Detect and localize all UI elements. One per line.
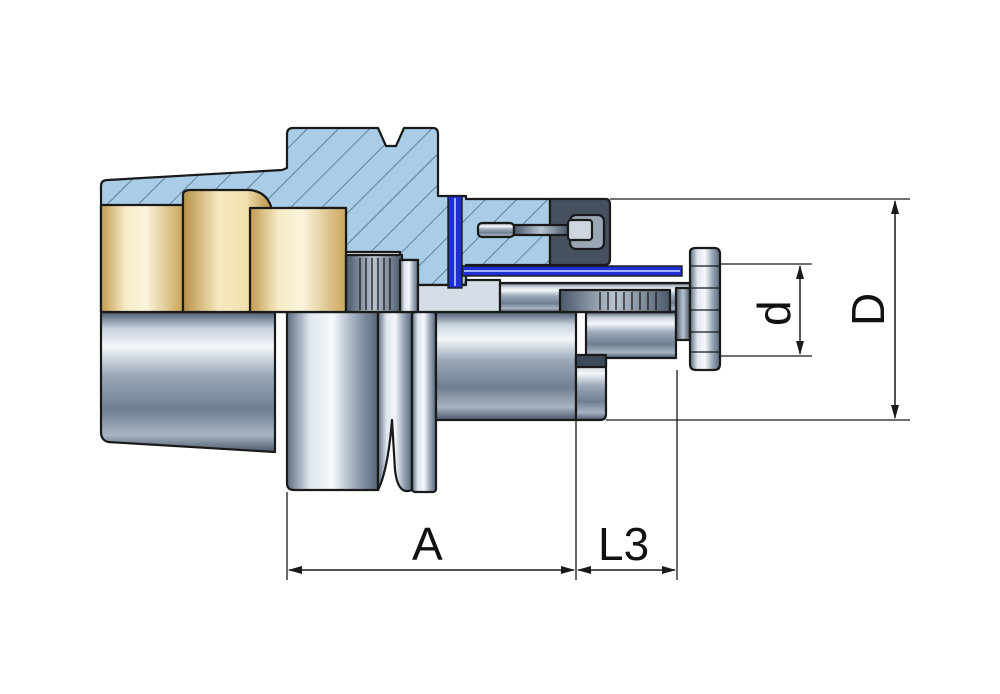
front-nose-exterior bbox=[574, 356, 608, 422]
taper-shank-exterior bbox=[99, 310, 277, 454]
insert-ring bbox=[398, 258, 420, 314]
exterior-view bbox=[99, 310, 678, 494]
inner-bore-section bbox=[416, 278, 502, 314]
rod-thread-lines bbox=[599, 292, 657, 310]
body-cylinder-exterior bbox=[434, 310, 578, 422]
v-groove-exterior bbox=[376, 310, 414, 493]
flange-ring-exterior bbox=[410, 310, 438, 494]
dimension-d-small-label: d bbox=[748, 300, 800, 326]
flange-exterior bbox=[285, 310, 380, 492]
dimension-a-label: A bbox=[412, 518, 443, 570]
clamp-screw bbox=[476, 218, 594, 242]
spindle-exterior bbox=[584, 310, 678, 360]
nose-slot bbox=[574, 353, 608, 369]
brass-segment-3 bbox=[248, 206, 348, 314]
rod-thread bbox=[558, 288, 672, 314]
section-view bbox=[99, 126, 722, 372]
thread-lines bbox=[359, 258, 391, 310]
dimension-d-large-label: D bbox=[842, 293, 894, 326]
adjusting-knob bbox=[674, 246, 722, 372]
brass-segment-1 bbox=[99, 203, 185, 314]
dimension-lines: A L3 d D bbox=[286, 198, 910, 580]
threaded-insert bbox=[344, 253, 404, 314]
dimension-l3-label: L3 bbox=[598, 518, 649, 570]
